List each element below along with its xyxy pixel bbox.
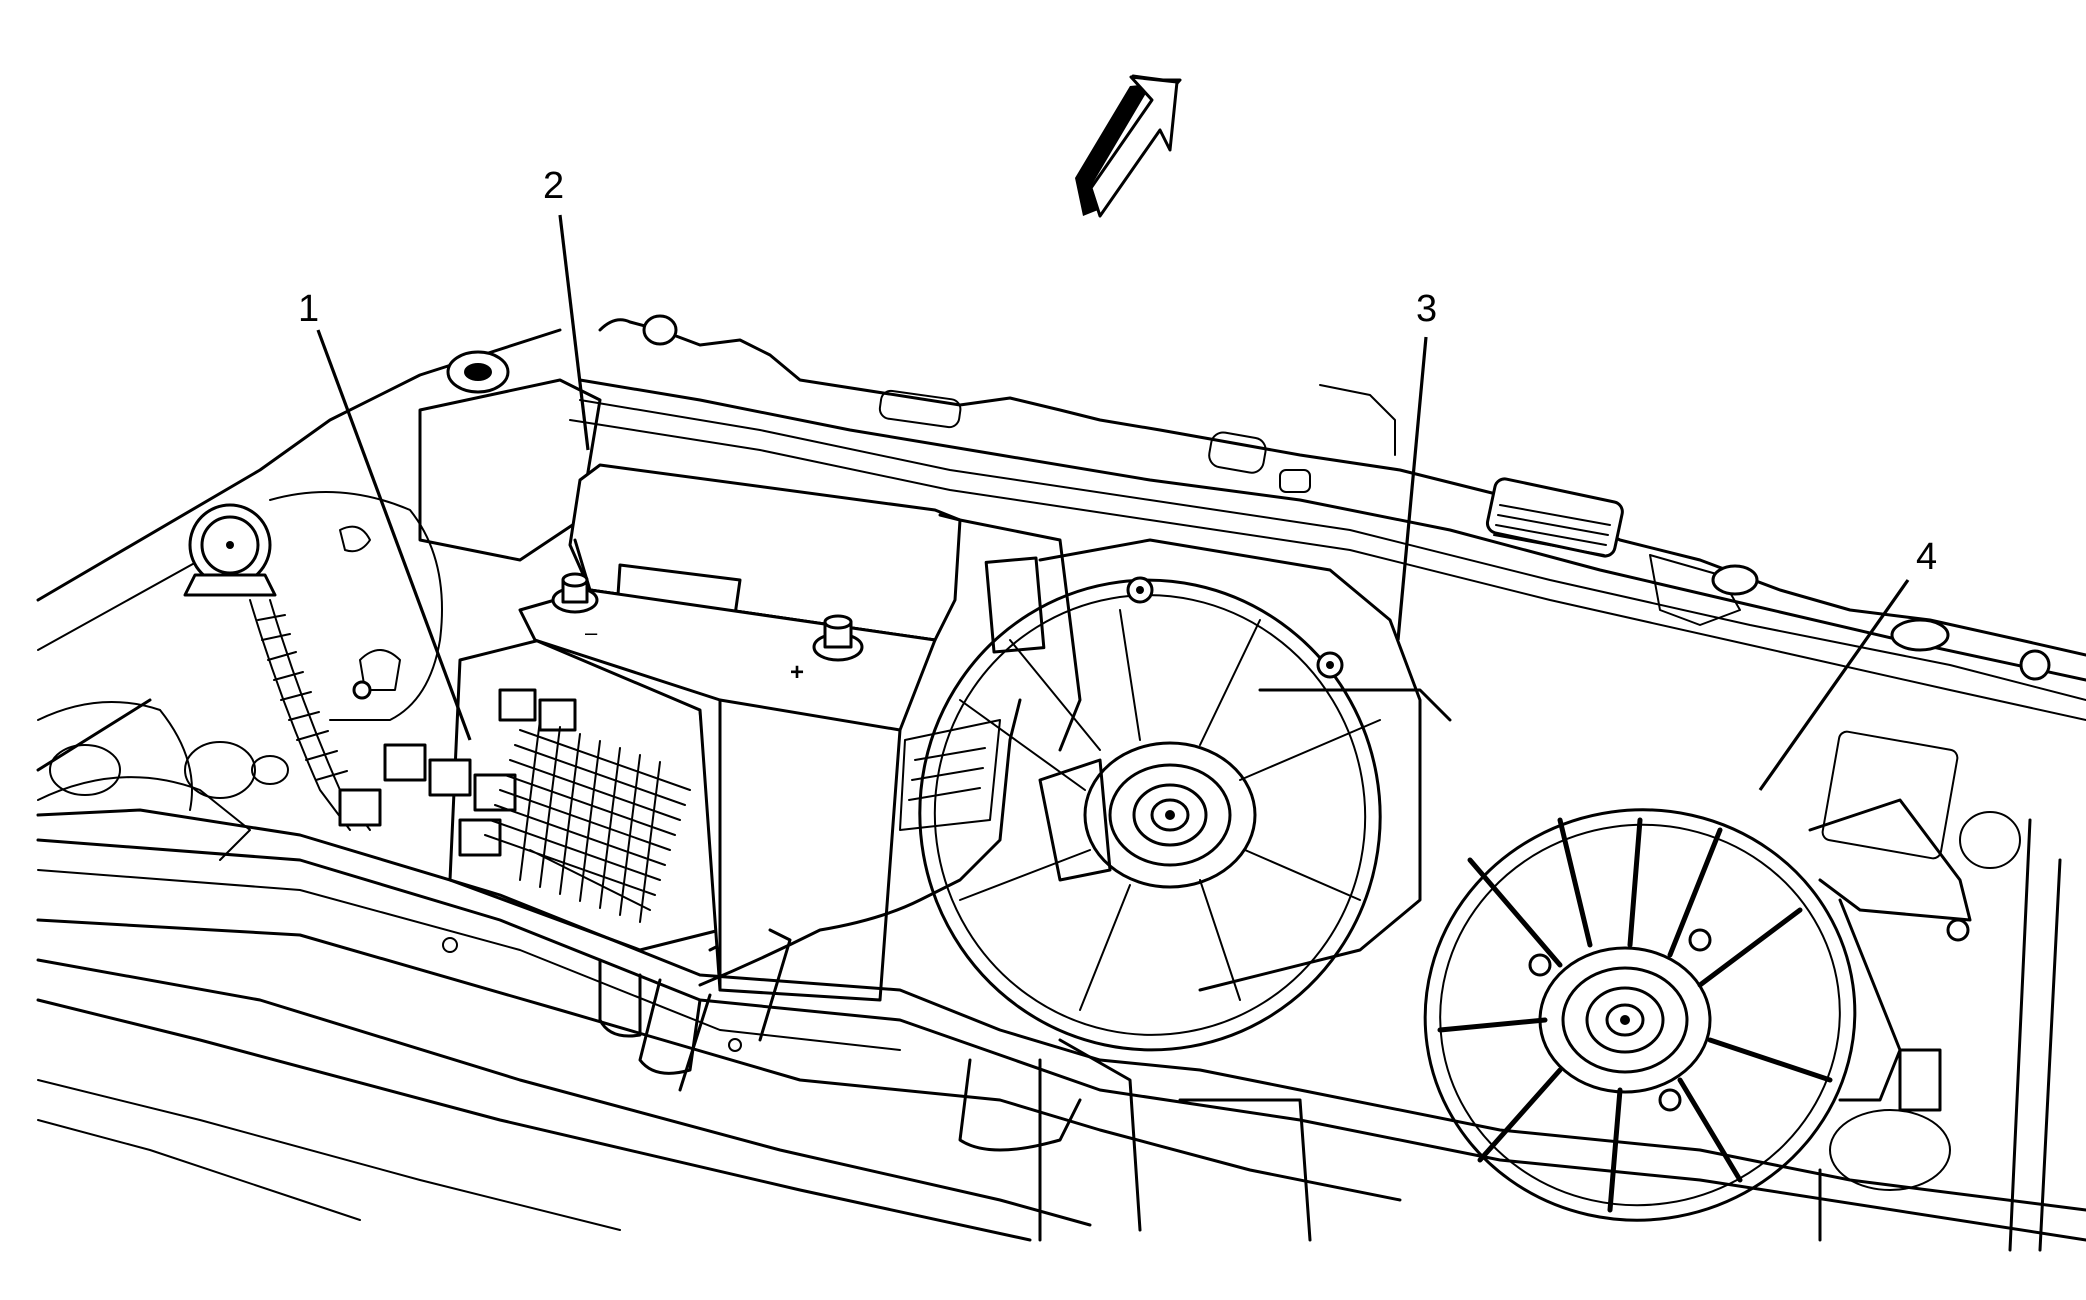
support-vent <box>1485 477 1624 558</box>
callout-2-label: 2 <box>543 165 565 207</box>
right-cooling-fan <box>1423 730 2062 1252</box>
battery: – + <box>518 463 1082 1002</box>
callout-1-label: 1 <box>298 288 320 330</box>
reservoir <box>183 378 602 831</box>
callout-4-label: 4 <box>1916 536 1938 578</box>
battery-negative-mark: – <box>585 620 598 645</box>
left-cooling-fan <box>918 538 1452 1052</box>
negative-terminal <box>551 572 599 614</box>
leader-2 <box>558 214 590 451</box>
fuse-grid <box>484 719 691 923</box>
relays <box>338 688 577 857</box>
lower-crossmember <box>36 808 2086 1242</box>
radiator-support <box>446 314 2086 721</box>
callout-leaders <box>316 214 1910 791</box>
battery-positive-mark: + <box>790 659 804 686</box>
forward-arrow-icon <box>1075 74 1182 218</box>
positive-terminal <box>812 614 864 662</box>
leader-4 <box>1758 579 1910 791</box>
callout-3-label: 3 <box>1416 288 1438 330</box>
leader-1 <box>316 329 472 741</box>
strut-tower <box>37 701 289 861</box>
underhood-fuse-block <box>338 638 732 952</box>
leader-3 <box>1396 336 1428 641</box>
